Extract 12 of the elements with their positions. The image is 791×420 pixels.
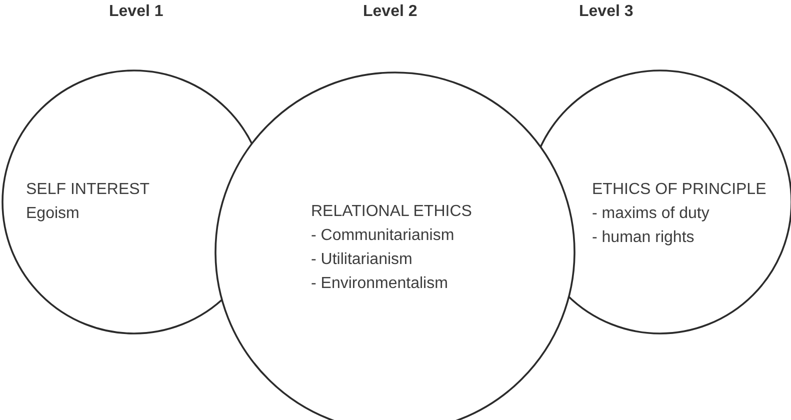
column-heading: Level 2 [363, 2, 418, 22]
column-heading: Level 3 [579, 2, 634, 22]
circle-text: - maxims of duty [592, 204, 710, 224]
circle-heading: ETHICS OF PRINCIPLE [592, 180, 766, 200]
circle-text: Egoism [26, 204, 80, 224]
column-heading: Level 1 [109, 2, 164, 22]
circle-heading: RELATIONAL ETHICS [311, 202, 472, 222]
circle-text: - Utilitarianism [311, 250, 412, 270]
circle-heading: SELF INTEREST [26, 180, 150, 200]
circle-text: - Communitarianism [311, 226, 454, 246]
circle-text: - Environmentalism [311, 274, 448, 294]
circle-text: - human rights [592, 228, 694, 248]
